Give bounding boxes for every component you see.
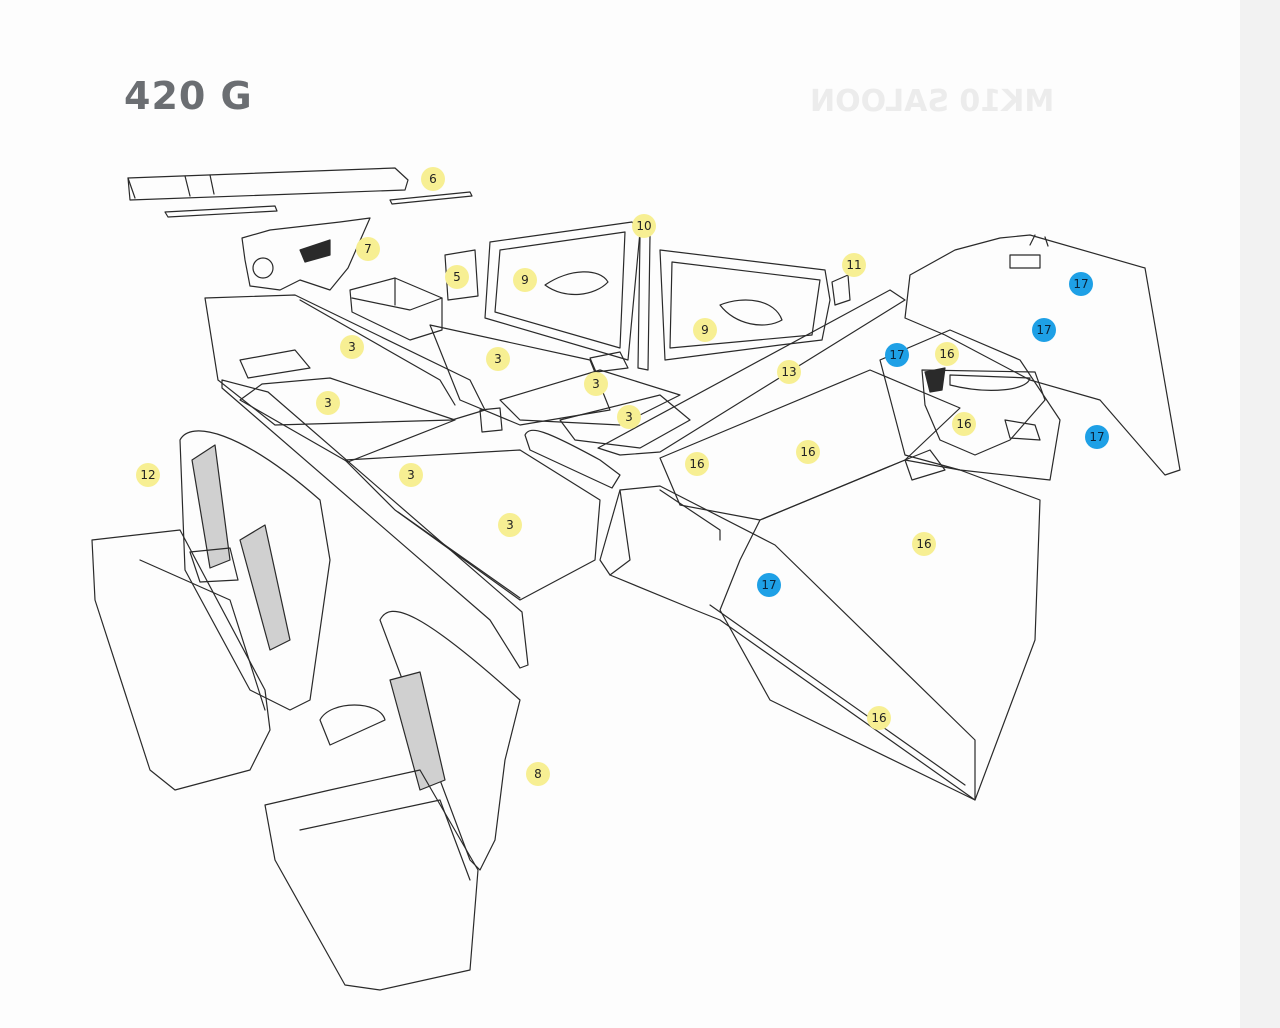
callout-3-tunnel: 3 bbox=[584, 372, 608, 396]
callout-3-front-left: 3 bbox=[340, 335, 364, 359]
callout-12: 12 bbox=[136, 463, 160, 487]
trim-strip-lower bbox=[164, 205, 278, 218]
rear-heel-board bbox=[599, 485, 976, 801]
door-sill-strip bbox=[221, 379, 529, 669]
rear-seat-well bbox=[921, 367, 1046, 456]
callout-3-front-right: 3 bbox=[486, 347, 510, 371]
callout-9-front: 9 bbox=[513, 268, 537, 292]
callout-10: 10 bbox=[632, 214, 656, 238]
callout-16-rear-floor: 16 bbox=[796, 440, 820, 464]
callout-8: 8 bbox=[526, 762, 550, 786]
callout-3-center: 3 bbox=[617, 405, 641, 429]
callout-16-kick-panel: 16 bbox=[867, 706, 891, 730]
callout-3-footwell: 3 bbox=[316, 391, 340, 415]
tunnel-bar bbox=[524, 429, 621, 489]
dash-top-rail bbox=[127, 167, 409, 201]
callout-16-rear-left: 16 bbox=[685, 452, 709, 476]
rear-seat-assembly bbox=[91, 430, 331, 791]
trim-strip-front bbox=[389, 191, 473, 205]
callout-17-heel-board: 17 bbox=[757, 573, 781, 597]
callout-3-rear-floor: 3 bbox=[498, 513, 522, 537]
center-console bbox=[241, 217, 443, 341]
callout-17-boot: 17 bbox=[1032, 318, 1056, 342]
callout-3-sill: 3 bbox=[399, 463, 423, 487]
front-door-panels bbox=[444, 221, 851, 371]
callout-16-seat-well: 16 bbox=[935, 342, 959, 366]
front-seat-assembly bbox=[264, 610, 521, 991]
callout-17-rear-edge: 17 bbox=[1085, 425, 1109, 449]
callout-11: 11 bbox=[842, 253, 866, 277]
callout-13: 13 bbox=[777, 360, 801, 384]
callout-17-seat-pan: 17 bbox=[885, 343, 909, 367]
front-floor-carpets bbox=[204, 294, 691, 601]
callout-9-rear: 9 bbox=[693, 318, 717, 342]
callout-16-rear-right: 16 bbox=[912, 532, 936, 556]
callout-5: 5 bbox=[445, 265, 469, 289]
page-edge bbox=[1240, 0, 1280, 1028]
diagram-title: 420 G bbox=[124, 74, 253, 118]
callout-7: 7 bbox=[356, 237, 380, 261]
rear-floor-carpets bbox=[659, 329, 1061, 801]
rear-sill-panel bbox=[597, 289, 906, 456]
callout-17-parcel-shelf: 17 bbox=[1069, 272, 1093, 296]
callout-16-seat-base: 16 bbox=[952, 412, 976, 436]
rear-parcel-shelf bbox=[904, 234, 1181, 476]
callout-6: 6 bbox=[421, 167, 445, 191]
